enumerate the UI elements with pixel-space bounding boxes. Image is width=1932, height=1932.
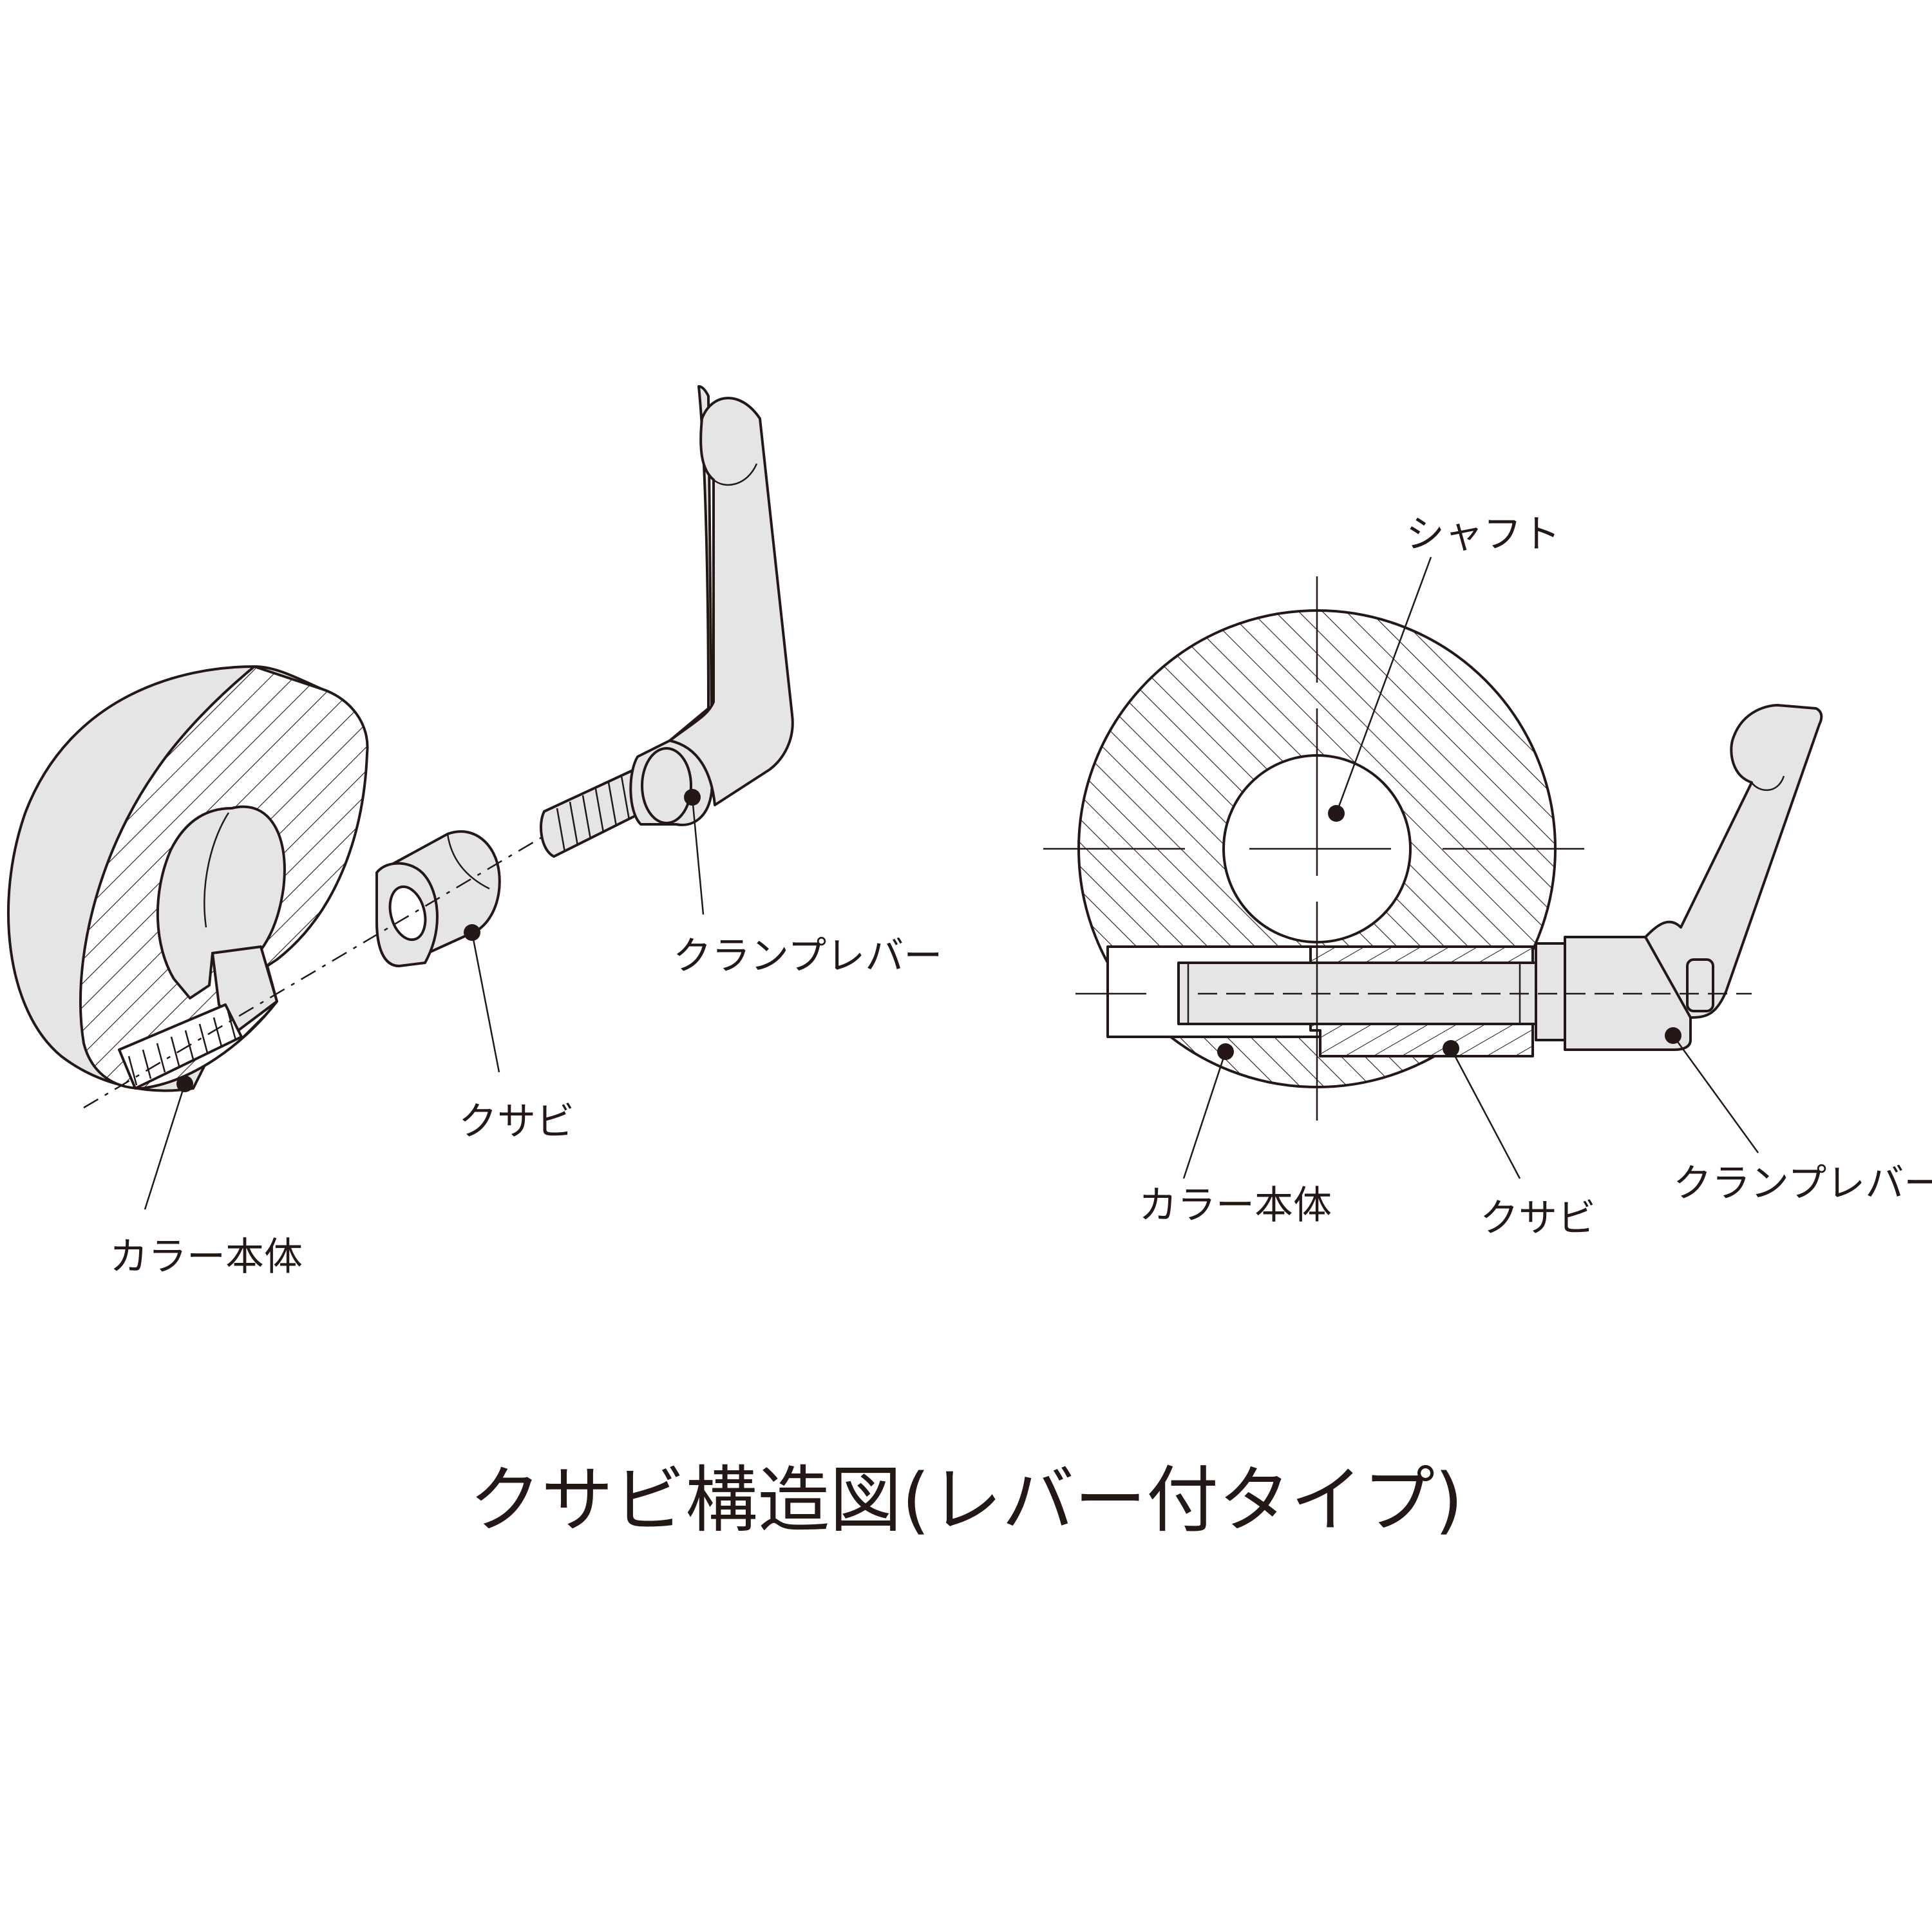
label-shaft: シャフト xyxy=(1406,512,1560,557)
label-right-collar: カラー本体 xyxy=(1139,1183,1332,1228)
exploded-view xyxy=(7,385,794,1109)
threaded-hole xyxy=(118,1003,243,1090)
section-view xyxy=(1043,576,1823,1121)
collar-body-iso xyxy=(7,665,369,1092)
label-right-lever: クランプレバー xyxy=(1673,1161,1932,1206)
assembly-axis xyxy=(83,833,548,1109)
clamp-lever-iso xyxy=(540,385,794,858)
clamp-lever-section xyxy=(1535,704,1823,1051)
center-lines xyxy=(1043,576,1752,1121)
leaders xyxy=(144,556,1759,1210)
label-right-wedge: クサビ xyxy=(1480,1196,1596,1241)
label-left-lever: クランプレバー xyxy=(673,934,942,979)
labels: カラー本体 クサビ クランプレバー シャフト カラー本体 クサビ クランプレバー… xyxy=(109,512,1932,1542)
diagram-caption: クサビ構造図(レバー付タイプ) xyxy=(469,1459,1463,1542)
label-left-wedge: クサビ xyxy=(459,1099,574,1144)
label-left-collar: カラー本体 xyxy=(109,1235,303,1280)
